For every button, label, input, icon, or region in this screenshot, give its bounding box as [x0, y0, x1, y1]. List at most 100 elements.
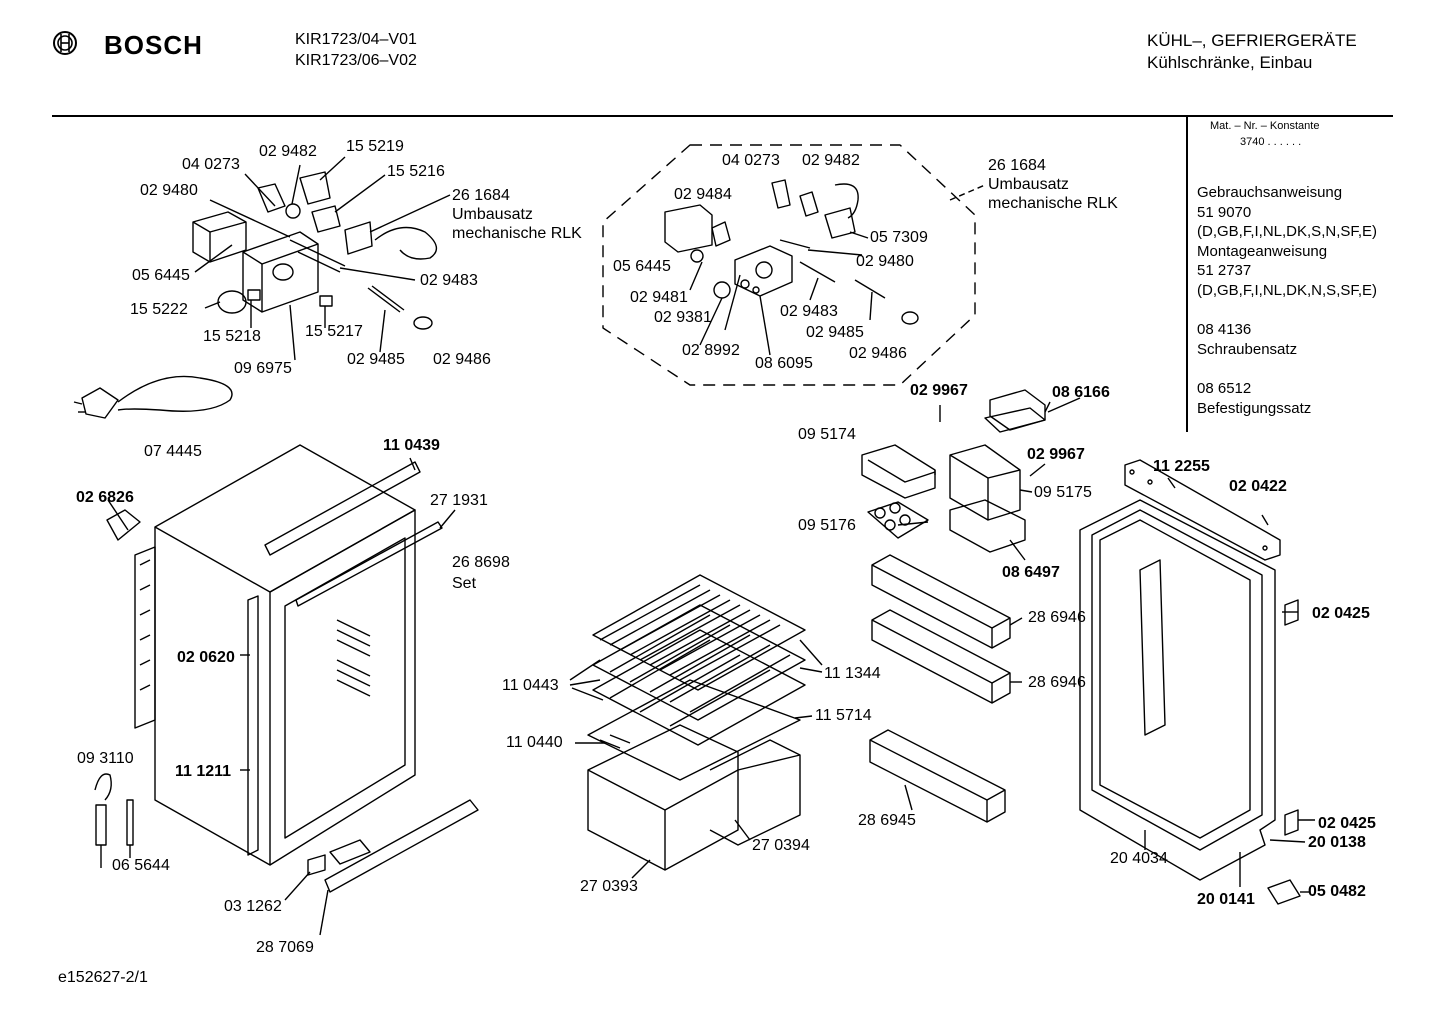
part-label: 05 6445 [132, 267, 190, 284]
part-label: Umbausatz [452, 206, 533, 223]
part-label: 08 6497 [1002, 564, 1060, 581]
part-label: 28 7069 [256, 939, 314, 956]
part-label: 02 9483 [780, 303, 838, 320]
model-number-2: KIR1723/06–V02 [295, 52, 417, 69]
part-label: 11 1344 [824, 665, 881, 682]
part-label: 20 4034 [1110, 850, 1168, 867]
part-label: 09 5175 [1034, 484, 1092, 501]
part-label: 02 0620 [177, 649, 235, 666]
part-label: 09 3110 [77, 750, 134, 767]
part-label: 02 9483 [420, 272, 478, 289]
note-line: Befestigungssatz [1197, 399, 1312, 417]
part-label: 04 0273 [182, 156, 240, 173]
part-label: 02 0425 [1312, 605, 1370, 622]
note-line: Gebrauchsanweisung [1197, 184, 1343, 201]
inset-outline [602, 144, 976, 386]
part-label: 09 6975 [234, 360, 292, 377]
part-label: 02 6826 [76, 489, 134, 506]
note-line: 08 4136 [1197, 321, 1252, 338]
door-bins [861, 389, 1081, 823]
part-label: 20 0141 [1197, 891, 1255, 908]
part-label: 28 6945 [858, 812, 916, 829]
note-line: 51 9070 [1197, 203, 1252, 221]
note-line: (D,GB,F,I,NL,DK,N,S,SF,E) [1197, 281, 1378, 299]
brand-name: BOSCH [104, 30, 203, 60]
part-label: 02 8992 [682, 342, 740, 359]
part-label: 07 4445 [144, 443, 202, 460]
part-label: Set [452, 575, 477, 592]
part-label: 04 0273 [722, 152, 780, 169]
thermal-fuse [94, 773, 134, 868]
category-title: KÜHL–, GEFRIERGERÄTE [1147, 31, 1357, 50]
part-label: 09 5174 [798, 426, 856, 443]
part-label: 28 6946 [1028, 609, 1086, 626]
fridge-cabinet [106, 444, 479, 936]
brand-logo [52, 30, 78, 56]
category-subtitle: Kühlschränke, Einbau [1147, 53, 1313, 72]
note-line: 51 2737 [1197, 262, 1252, 279]
note-line: (D,GB,F,I,NL,DK,S,N,SF,E) [1197, 223, 1378, 240]
part-label: 02 9482 [802, 152, 860, 169]
part-label: 05 7309 [870, 229, 928, 246]
part-label: 02 9480 [140, 182, 198, 199]
part-label: 02 0422 [1229, 478, 1287, 495]
part-label: 26 8698 [452, 554, 510, 571]
header-divider [52, 115, 1393, 117]
part-label: 05 0482 [1308, 883, 1366, 900]
part-label: 08 6166 [1052, 384, 1110, 401]
part-label: 06 5644 [112, 857, 170, 874]
part-label: 02 9485 [806, 324, 864, 341]
part-label: 15 5217 [305, 323, 363, 340]
part-label: 02 9381 [654, 309, 712, 326]
part-label: 11 0443 [502, 677, 559, 694]
part-label: 02 9482 [259, 143, 317, 160]
part-label: 02 9484 [674, 186, 732, 203]
sidebar-notes: Gebrauchsanweisung 51 9070 (D,GB,F,I,NL,… [1197, 183, 1377, 418]
part-label: 15 5219 [346, 138, 404, 155]
part-label: 15 5218 [203, 328, 261, 345]
part-label: 11 0440 [506, 734, 563, 751]
thermostat-assembly [192, 156, 451, 361]
model-number-1: KIR1723/04–V01 [295, 31, 417, 48]
inset-parts [664, 179, 919, 356]
part-label: 02 9967 [910, 382, 968, 399]
fridge-door [1079, 459, 1315, 905]
part-label: 15 5222 [130, 301, 188, 318]
part-label: 26 1684 [988, 157, 1046, 174]
part-label: 02 9486 [849, 345, 907, 362]
part-label: 11 1211 [175, 763, 232, 780]
bosch-armature-icon [53, 31, 77, 55]
part-label: Umbausatz [988, 176, 1069, 193]
part-label: 02 9967 [1027, 446, 1085, 463]
note-line: 08 6512 [1197, 380, 1252, 397]
shelves [569, 574, 823, 879]
part-label: 02 9481 [630, 289, 688, 306]
note-line: Schraubensatz [1197, 340, 1298, 358]
part-label: 02 0425 [1318, 815, 1376, 832]
part-label: 02 9480 [856, 253, 914, 270]
part-label: 27 1931 [430, 492, 488, 509]
part-label: 05 6445 [613, 258, 671, 275]
diagram-code: e152627-2/1 [58, 969, 148, 986]
part-label: 02 9486 [433, 351, 491, 368]
constant-value: 3740 . . . . . . [1240, 136, 1302, 148]
part-label: 27 0394 [752, 837, 810, 854]
power-cord [73, 375, 233, 419]
part-label: mechanische RLK [988, 195, 1118, 212]
part-label: 08 6095 [755, 355, 813, 372]
part-label: 11 5714 [815, 707, 872, 724]
sidebar-divider [1186, 117, 1188, 432]
part-label: 03 1262 [224, 898, 282, 915]
part-label: 28 6946 [1028, 674, 1086, 691]
part-label: 11 2255 [1153, 458, 1210, 475]
part-label: 26 1684 [452, 187, 510, 204]
part-label: 27 0393 [580, 878, 638, 895]
part-label: 02 9485 [347, 351, 405, 368]
constant-label: Mat. – Nr. – Konstante [1210, 120, 1320, 132]
part-label: 11 0439 [383, 437, 440, 454]
note-line: Montageanweisung [1197, 242, 1328, 260]
part-label: 09 5176 [798, 517, 856, 534]
part-label: 15 5216 [387, 163, 445, 180]
part-label: 20 0138 [1308, 834, 1366, 851]
